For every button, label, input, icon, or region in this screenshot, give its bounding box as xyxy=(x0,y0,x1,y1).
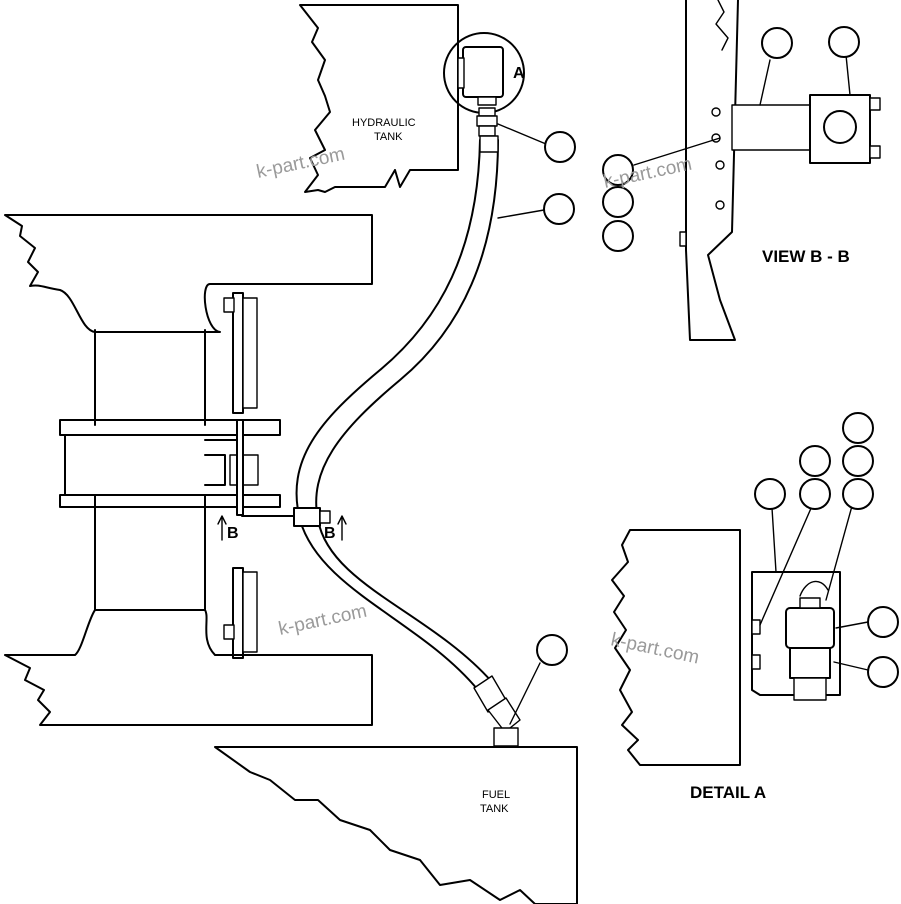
section-b-left-marker: B xyxy=(227,525,239,542)
callout-detail-a-1 xyxy=(842,412,874,444)
fuel-tank-label-line1: FUEL xyxy=(482,789,510,801)
frame-structure: B B xyxy=(4,214,373,726)
callout-detail-a-6 xyxy=(842,478,874,510)
detail-a-marker: A xyxy=(513,65,525,82)
callout-detail-a-4 xyxy=(754,478,786,510)
callout-hose-fitting xyxy=(544,131,576,163)
hydraulic-tank: HYDRAULIC TANK xyxy=(299,4,459,193)
detail-a-fitting: A xyxy=(443,32,525,137)
hydraulic-tank-label-line2: TANK xyxy=(374,131,403,143)
watermark: k-part.com xyxy=(277,601,369,640)
fuel-hose xyxy=(295,135,521,747)
callout-view-bb-left-2 xyxy=(602,186,634,218)
fuel-tank-label-line2: TANK xyxy=(480,803,509,815)
watermark: k-part.com xyxy=(255,144,347,183)
view-b-b: VIEW B - B xyxy=(679,0,881,341)
view-b-b-title: VIEW B - B xyxy=(762,247,850,266)
watermarks: k-part.com k-part.com k-part.com k-part.… xyxy=(255,144,701,669)
section-b-right-marker: B xyxy=(324,525,336,542)
callout-detail-a-2 xyxy=(799,445,831,477)
detail-a: DETAIL A xyxy=(611,529,841,802)
callout-detail-a-5 xyxy=(799,478,831,510)
callout-detail-a-8 xyxy=(867,656,899,688)
fuel-tank: FUEL TANK xyxy=(214,746,578,904)
leader-lines xyxy=(497,54,869,725)
callout-elbow xyxy=(536,634,568,666)
callout-view-bb-left-3 xyxy=(602,220,634,252)
callout-detail-a-7 xyxy=(867,606,899,638)
hydraulic-tank-label-line1: HYDRAULIC xyxy=(352,117,416,129)
callout-bubbles xyxy=(536,26,899,688)
callout-view-bb-left-1 xyxy=(602,154,634,186)
detail-a-title: DETAIL A xyxy=(690,783,766,802)
callout-hose xyxy=(543,193,575,225)
callout-view-bb-top-2 xyxy=(828,26,860,58)
callout-view-bb-top-1 xyxy=(761,27,793,59)
watermark: k-part.com xyxy=(609,629,701,668)
callout-detail-a-3 xyxy=(842,445,874,477)
